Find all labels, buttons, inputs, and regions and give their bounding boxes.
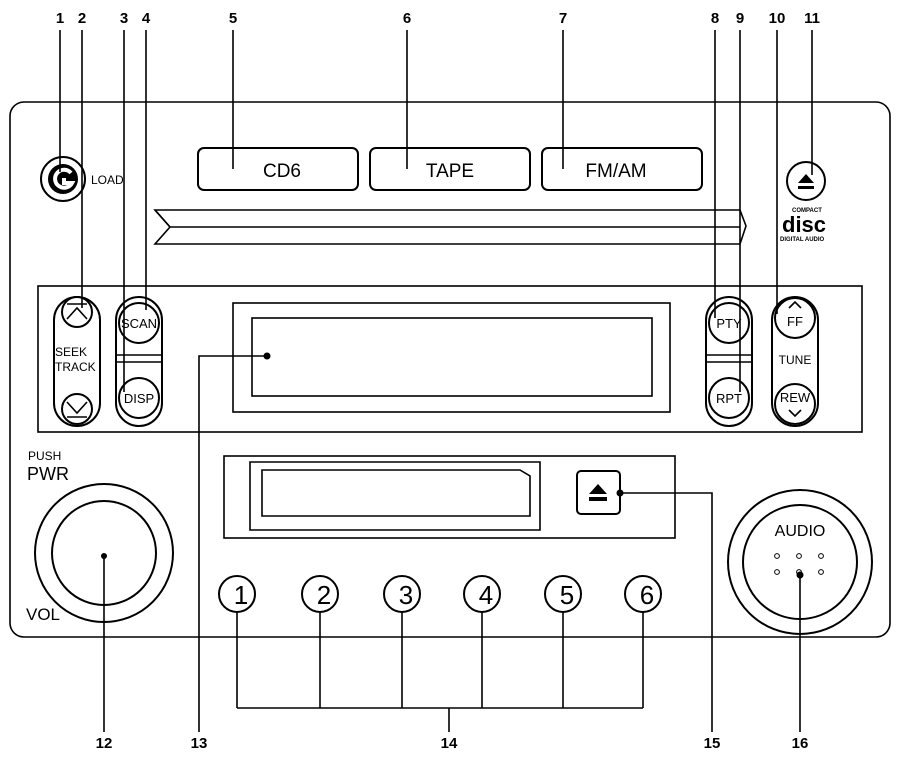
rew-down-icon bbox=[788, 409, 802, 418]
callout-16: 16 bbox=[792, 735, 809, 752]
leader-dot bbox=[263, 352, 271, 360]
disp-label: DISP bbox=[124, 391, 154, 406]
callout-5: 5 bbox=[229, 10, 237, 27]
vol-label: VOL bbox=[26, 605, 60, 624]
svg-text:DIGITAL AUDIO: DIGITAL AUDIO bbox=[780, 237, 825, 243]
callout-13: 13 bbox=[191, 735, 208, 752]
ff-up-icon bbox=[788, 300, 802, 309]
control-panel bbox=[37, 285, 863, 433]
fmam-label: FM/AM bbox=[585, 161, 646, 182]
pwr-label: PWR bbox=[27, 464, 69, 484]
disp-button[interactable] bbox=[118, 377, 160, 419]
callout-15: 15 bbox=[704, 735, 721, 752]
svg-text:disc: disc bbox=[782, 212, 826, 237]
power-volume-knob[interactable] bbox=[34, 483, 174, 623]
fmam-button[interactable] bbox=[541, 147, 703, 191]
tape-label: TAPE bbox=[426, 161, 474, 182]
seek-down-icon bbox=[66, 401, 88, 418]
scan-label: SCAN bbox=[121, 316, 157, 331]
leader-dot bbox=[796, 571, 804, 579]
audio-label: AUDIO bbox=[775, 523, 826, 540]
tune-rocker[interactable] bbox=[771, 296, 819, 427]
callout-2: 2 bbox=[78, 10, 86, 27]
compact-disc-logo: disc COMPACT DIGITAL AUDIO bbox=[780, 208, 826, 243]
rpt-label: RPT bbox=[716, 391, 742, 406]
cd-eject-button[interactable] bbox=[786, 161, 826, 201]
cd-slot bbox=[153, 209, 747, 245]
preset-label: 3 bbox=[399, 580, 413, 610]
callout-4: 4 bbox=[142, 10, 151, 27]
cd6-label: CD6 bbox=[263, 161, 301, 182]
callout-12: 12 bbox=[96, 735, 113, 752]
callout-1: 1 bbox=[56, 10, 64, 27]
cassette-slot bbox=[223, 455, 676, 539]
callout-10: 10 bbox=[769, 10, 786, 27]
tape-button[interactable] bbox=[369, 147, 531, 191]
svg-text:COMPACT: COMPACT bbox=[792, 208, 822, 214]
leader-dot bbox=[616, 489, 624, 497]
rew-label: REW bbox=[780, 390, 811, 405]
faceplate bbox=[9, 101, 891, 638]
preset-label: 2 bbox=[317, 580, 331, 610]
ff-label: FF bbox=[787, 314, 803, 329]
preset-label: 6 bbox=[640, 580, 654, 610]
callout-6: 6 bbox=[403, 10, 411, 27]
pty-button[interactable] bbox=[708, 302, 750, 344]
callout-7: 7 bbox=[559, 10, 567, 27]
load-button[interactable] bbox=[40, 156, 86, 202]
cd6-button[interactable] bbox=[197, 147, 359, 191]
seek-up-icon bbox=[66, 303, 88, 320]
push-label: PUSH bbox=[28, 449, 61, 463]
load-label: LOAD bbox=[91, 173, 124, 187]
preset-label: 1 bbox=[234, 580, 248, 610]
callout-14: 14 bbox=[441, 735, 458, 752]
audio-knob[interactable] bbox=[727, 489, 873, 635]
track-label: TRACK bbox=[55, 360, 96, 374]
tape-eject-button[interactable] bbox=[576, 470, 621, 515]
leader-lines bbox=[59, 30, 813, 732]
callout-11: 11 bbox=[804, 10, 820, 27]
pty-label: PTY bbox=[716, 316, 742, 331]
seek-label: SEEK bbox=[55, 345, 87, 359]
callout-3: 3 bbox=[120, 10, 128, 27]
preset-label: 4 bbox=[479, 580, 493, 610]
callout-9: 9 bbox=[736, 10, 744, 27]
seek-track-rocker[interactable] bbox=[53, 296, 101, 427]
preset-label: 5 bbox=[560, 580, 574, 610]
tune-label: TUNE bbox=[779, 353, 812, 367]
rpt-button[interactable] bbox=[708, 377, 750, 419]
scan-button[interactable] bbox=[118, 302, 160, 344]
display-screen bbox=[232, 302, 671, 413]
callout-8: 8 bbox=[711, 10, 719, 27]
